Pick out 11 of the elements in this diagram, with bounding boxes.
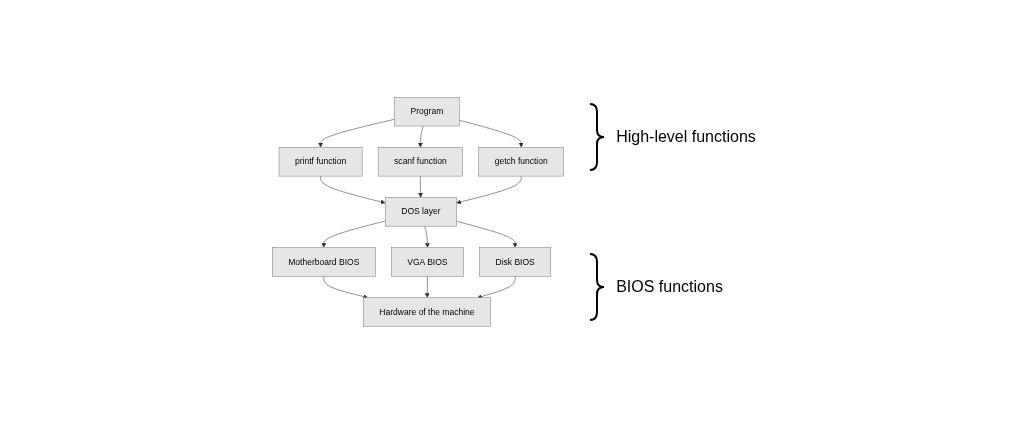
group-label: High-level functions: [616, 128, 756, 146]
node-box: Hardware of the machine: [363, 297, 491, 327]
node-box: Program: [394, 97, 460, 127]
node-box: DOS layer: [385, 197, 457, 227]
node-box: getch function: [478, 147, 565, 177]
node-box: VGA BIOS: [391, 247, 464, 277]
node-box: scanf function: [378, 147, 464, 177]
node-box: Disk BIOS: [479, 247, 552, 277]
node-box: Motherboard BIOS: [272, 247, 376, 277]
node-box: printf function: [278, 147, 363, 177]
group-label: BIOS functions: [616, 278, 723, 296]
